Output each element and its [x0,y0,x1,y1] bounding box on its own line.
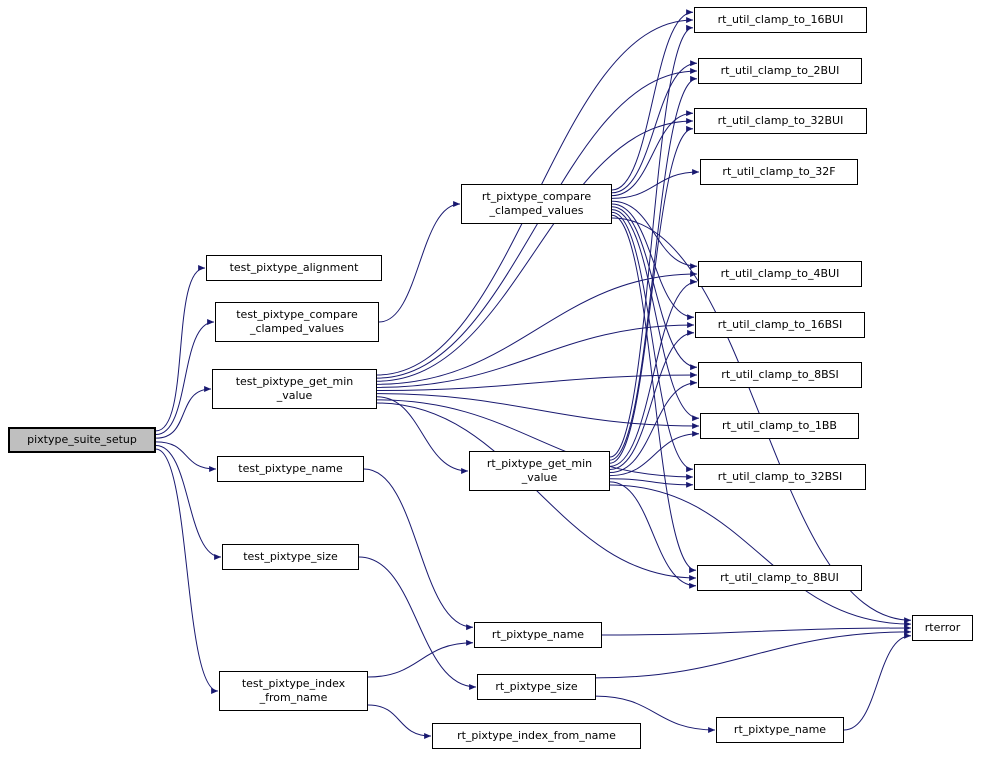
edge-test_pixtype_get_min_value--rt_util_clamp_to_32BUI [376,118,694,382]
edge-rt_pixtype_get_min_value--rt_util_clamp_to_8BUI [609,481,697,589]
edge-rt_pixtype_compare_clamped_values--rt_util_clamp_to_32BUI [611,110,694,197]
edge-test_pixtype_index_from_name--rt_pixtype_index_from_name [367,704,432,739]
edge-rt_pixtype_size--rt_pixtype_name_2 [595,695,716,733]
node-rterror[interactable]: rterror [912,615,973,641]
edge-test_pixtype_index_from_name--rt_pixtype_name [367,639,474,678]
edge-pixtype_suite_setup--test_pixtype_compare_clamped_values [155,319,215,436]
edge-pixtype_suite_setup--test_pixtype_alignment [155,265,206,432]
edge-rt_pixtype_compare_clamped_values--rt_util_clamp_to_8BSI [611,206,698,371]
edge-rt_pixtype_get_min_value--rt_util_clamp_to_32BUI [609,125,694,464]
node-test_pixtype_size[interactable]: test_pixtype_size [222,544,359,570]
edge-test_pixtype_get_min_value--rt_util_clamp_to_1BB [376,393,700,429]
node-rt_util_clamp_to_4BUI[interactable]: rt_util_clamp_to_4BUI [698,261,862,287]
edge-rt_pixtype_get_min_value--rt_util_clamp_to_8BSI [609,379,698,474]
node-test_pixtype_get_min_value[interactable]: test_pixtype_get_min _value [212,369,377,409]
node-pixtype_suite_setup: pixtype_suite_setup [8,427,156,453]
node-rt_pixtype_index_from_name[interactable]: rt_pixtype_index_from_name [432,723,641,749]
edge-rt_pixtype_get_min_value--rterror [609,484,912,628]
edge-rt_pixtype_name_2--rterror [843,632,912,731]
node-test_pixtype_index_from_name[interactable]: test_pixtype_index _from_name [219,671,368,711]
edge-test_pixtype_get_min_value--rt_util_clamp_to_8BSI [376,372,698,392]
node-rt_pixtype_name-2[interactable]: rt_pixtype_name [716,717,844,743]
node-rt_util_clamp_to_1BB[interactable]: rt_util_clamp_to_1BB [700,413,859,439]
edge-test_pixtype_get_min_value--rt_util_clamp_to_4BUI [376,271,698,385]
edge-test_pixtype_get_min_value--rt_util_clamp_to_16BSI [376,322,695,388]
edge-pixtype_suite_setup--test_pixtype_size [155,444,222,560]
edge-test_pixtype_get_min_value--rt_util_clamp_to_2BUI [376,68,698,379]
node-test_pixtype_compare_clamped_values[interactable]: test_pixtype_compare _clamped_values [215,302,379,342]
node-rt_util_clamp_to_32BSI[interactable]: rt_util_clamp_to_32BSI [694,464,866,490]
node-rt_util_clamp_to_16BUI[interactable]: rt_util_clamp_to_16BUI [694,7,867,33]
edge-test_pixtype_compare_clamped_values--rt_pixtype_compare_clamped_values [378,201,461,323]
edge-pixtype_suite_setup--test_pixtype_index_from_name [155,448,219,694]
edge-rt_pixtype_compare_clamped_values--rt_util_clamp_to_8BUI [611,214,697,574]
edge-rt_pixtype_compare_clamped_values--rt_util_clamp_to_32BSI [611,211,694,473]
edge-rt_pixtype_compare_clamped_values--rt_util_clamp_to_1BB [611,209,700,422]
node-rt_util_clamp_to_2BUI[interactable]: rt_util_clamp_to_2BUI [698,58,862,84]
edge-test_pixtype_size--rt_pixtype_size [358,556,477,690]
node-rt_util_clamp_to_8BUI[interactable]: rt_util_clamp_to_8BUI [697,565,862,591]
node-test_pixtype_alignment[interactable]: test_pixtype_alignment [206,255,382,281]
edge-pixtype_suite_setup--test_pixtype_get_min_value [155,386,212,439]
edge-rt_pixtype_compare_clamped_values--rt_util_clamp_to_16BUI [611,9,694,191]
edge-test_pixtype_get_min_value--rt_pixtype_get_min_value [376,396,469,474]
edge-rt_pixtype_compare_clamped_values--rt_util_clamp_to_2BUI [611,60,698,194]
edge-rt_pixtype_compare_clamped_values--rt_util_clamp_to_32F [611,169,700,199]
edge-rt_pixtype_get_min_value--rt_util_clamp_to_32BSI [609,478,694,488]
node-rt_pixtype_size[interactable]: rt_pixtype_size [477,674,596,700]
edge-rt_pixtype_get_min_value--rt_util_clamp_to_16BSI [609,329,695,470]
edge-rt_pixtype_compare_clamped_values--rt_util_clamp_to_16BSI [611,203,695,321]
edge-rt_pixtype_size--rterror [595,628,912,679]
edge-test_pixtype_name--rt_pixtype_name [363,468,474,631]
node-rt_pixtype_get_min_value[interactable]: rt_pixtype_get_min _value [469,451,610,491]
node-rt_util_clamp_to_16BSI[interactable]: rt_util_clamp_to_16BSI [695,312,865,338]
node-rt_pixtype_compare_clamped_values[interactable]: rt_pixtype_compare _clamped_values [461,184,612,224]
node-rt_util_clamp_to_32F[interactable]: rt_util_clamp_to_32F [700,159,858,185]
edge-test_pixtype_get_min_value--rt_util_clamp_to_32BSI [376,399,694,480]
edge-rt_pixtype_get_min_value--rt_util_clamp_to_1BB [609,430,700,477]
node-rt_pixtype_name[interactable]: rt_pixtype_name [474,622,602,648]
edge-rt_pixtype_get_min_value--rt_util_clamp_to_4BUI [609,278,698,467]
edge-rt_pixtype_get_min_value--rt_util_clamp_to_2BUI [609,75,698,461]
node-rt_util_clamp_to_32BUI[interactable]: rt_util_clamp_to_32BUI [694,108,867,134]
node-rt_util_clamp_to_8BSI[interactable]: rt_util_clamp_to_8BSI [698,362,862,388]
edge-rt_pixtype_name--rterror [601,625,912,636]
edge-rt_pixtype_get_min_value--rt_util_clamp_to_16BUI [609,24,694,458]
edge-pixtype_suite_setup--test_pixtype_name [155,441,217,472]
edge-rt_pixtype_compare_clamped_values--rt_util_clamp_to_4BUI [611,200,698,270]
node-test_pixtype_name[interactable]: test_pixtype_name [217,456,364,482]
